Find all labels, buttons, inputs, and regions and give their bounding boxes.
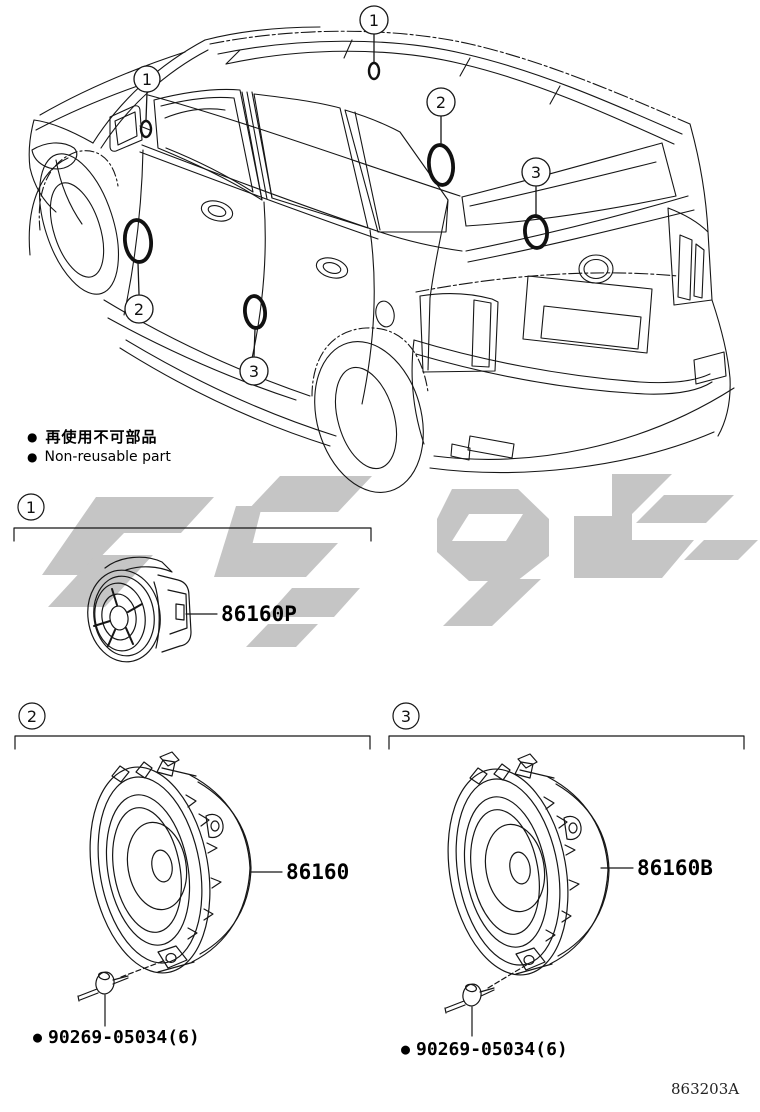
legend-en-text: Non-reusable part bbox=[44, 449, 171, 465]
callout-number: 1 bbox=[369, 11, 379, 30]
section-number: 3 bbox=[401, 707, 411, 726]
door-handle-front bbox=[200, 200, 234, 222]
callout-3-hatch[interactable]: 3 bbox=[521, 157, 551, 216]
tail-lamp-right bbox=[667, 207, 713, 306]
front-wheel bbox=[28, 150, 119, 295]
section-2-front-speaker: 2 bbox=[14, 702, 371, 1027]
speaker-hole-marks bbox=[122, 61, 549, 330]
watermark bbox=[42, 474, 758, 647]
door-handle-rear bbox=[315, 257, 349, 279]
section-1-bracket bbox=[13, 527, 372, 542]
screw-right-number: 90269-05034(6) bbox=[416, 1039, 568, 1060]
callout-number: 3 bbox=[249, 362, 259, 381]
rear-glass bbox=[461, 142, 695, 263]
car-illustration bbox=[28, 26, 735, 493]
legend-line-en: ● Non-reusable part bbox=[27, 449, 171, 465]
non-reusable-bullet-icon: ● bbox=[33, 1028, 43, 1046]
hole-roof-right bbox=[426, 143, 456, 187]
callout-3-door[interactable]: 3 bbox=[239, 328, 269, 386]
part-number-tweeter[interactable]: 86160P bbox=[221, 602, 297, 626]
rear-hatch bbox=[415, 123, 731, 437]
hole-rear-door bbox=[243, 294, 267, 330]
grommet-roof bbox=[367, 61, 381, 81]
section-2-bracket bbox=[14, 735, 371, 750]
car-callouts: 1 1 2 3 2 3 bbox=[124, 5, 551, 386]
part-number-screw-right[interactable]: ● 90269-05034(6) bbox=[401, 1039, 568, 1060]
grommet-pillar bbox=[139, 119, 153, 139]
section-3-bracket bbox=[388, 735, 745, 750]
callout-number: 2 bbox=[134, 300, 144, 319]
section-2-callout[interactable]: 2 bbox=[18, 702, 46, 730]
section-1-callout[interactable]: 1 bbox=[17, 493, 45, 521]
rear-wheel bbox=[311, 327, 429, 493]
legend: ● 再使用不可部品 ● Non-reusable part bbox=[27, 426, 171, 465]
non-reusable-bullet-icon: ● bbox=[27, 429, 39, 444]
part-number-rear-speaker[interactable]: 86160B bbox=[637, 856, 713, 880]
side-mirror bbox=[109, 105, 151, 152]
section-3-callout[interactable]: 3 bbox=[392, 702, 420, 730]
tweeter-illustration bbox=[87, 556, 192, 663]
fuel-lid bbox=[375, 300, 395, 328]
license-recess bbox=[522, 275, 653, 354]
car-windows bbox=[147, 88, 461, 233]
diagram-code: 863203A bbox=[671, 1080, 740, 1098]
section-number: 1 bbox=[26, 498, 36, 517]
car-doors bbox=[103, 149, 395, 447]
section-number: 2 bbox=[27, 707, 37, 726]
legend-line-jp: ● 再使用不可部品 bbox=[27, 426, 171, 447]
callout-number: 2 bbox=[436, 93, 446, 112]
hole-hatch-right bbox=[523, 214, 549, 250]
screw-left bbox=[77, 959, 167, 1027]
car-roof bbox=[204, 26, 691, 145]
callout-2-roof[interactable]: 2 bbox=[426, 87, 456, 145]
callout-2-door[interactable]: 2 bbox=[124, 262, 154, 324]
part-number-screw-left[interactable]: ● 90269-05034(6) bbox=[33, 1027, 200, 1048]
callout-1-roof[interactable]: 1 bbox=[359, 5, 389, 63]
tail-lamp-left bbox=[419, 293, 499, 373]
callout-1-pillar[interactable]: 1 bbox=[133, 65, 161, 121]
legend-jp-text: 再使用不可部品 bbox=[45, 428, 158, 446]
rear-bumper bbox=[411, 339, 735, 473]
section-1-tweeter: 1 bbox=[13, 493, 372, 663]
hole-front-door bbox=[122, 218, 154, 264]
rear-speaker-illustration bbox=[432, 753, 610, 986]
part-number-front-speaker[interactable]: 86160 bbox=[286, 860, 350, 884]
front-speaker-illustration bbox=[74, 751, 252, 984]
car-windshield-front bbox=[28, 39, 226, 225]
non-reusable-bullet-icon: ● bbox=[401, 1040, 411, 1058]
screw-left-number: 90269-05034(6) bbox=[48, 1027, 200, 1048]
non-reusable-bullet-icon: ● bbox=[27, 450, 38, 464]
section-3-rear-speaker: 3 bbox=[388, 702, 745, 1037]
callout-number: 3 bbox=[531, 163, 541, 182]
callout-number: 1 bbox=[142, 70, 152, 89]
screw-right bbox=[444, 963, 529, 1037]
